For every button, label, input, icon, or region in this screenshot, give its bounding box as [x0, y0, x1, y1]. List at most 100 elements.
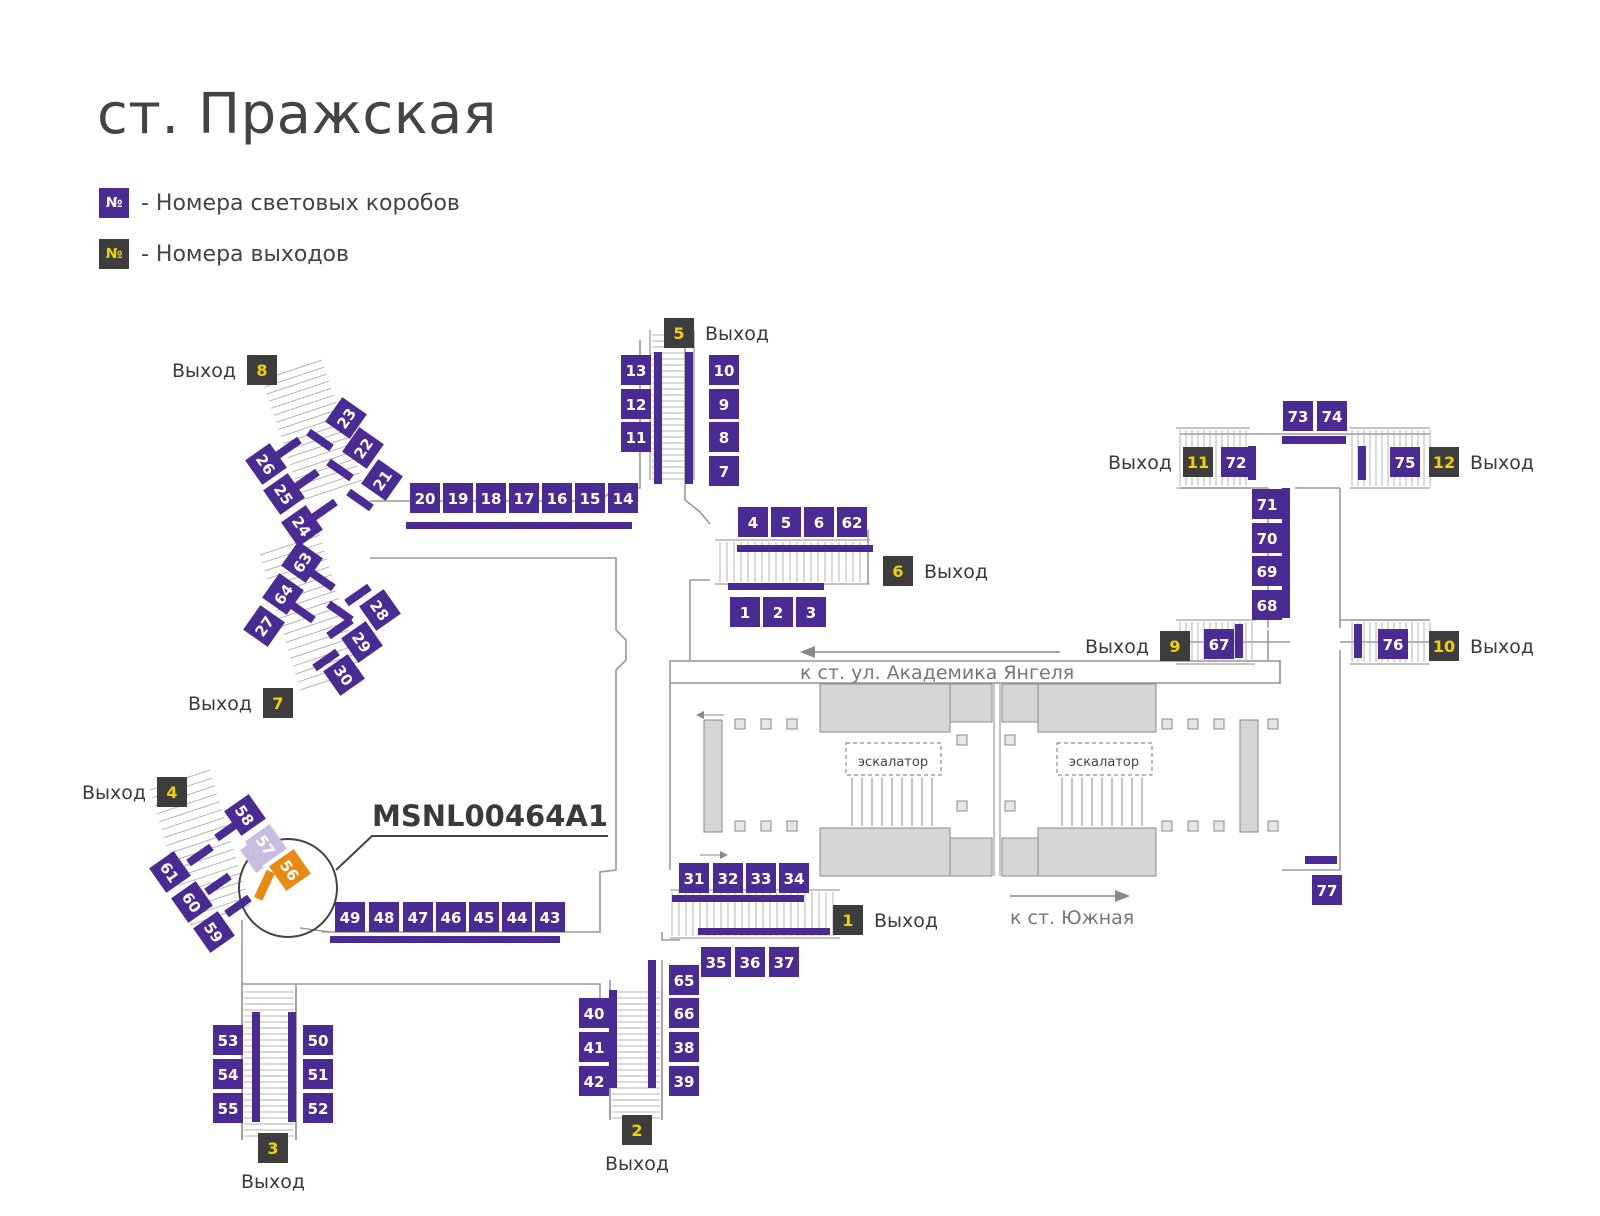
lightbox-fixture — [1358, 446, 1366, 480]
lightbox-6: 6 — [804, 507, 834, 537]
lightbox-number: 76 — [1383, 636, 1404, 654]
exit-7: 7 Выход — [188, 688, 293, 718]
exit-number: 8 — [256, 361, 267, 380]
lightbox-number: 40 — [584, 1005, 605, 1023]
lightbox-16: 16 — [542, 483, 572, 513]
lightbox-number: 54 — [218, 1066, 239, 1084]
lightbox-15: 15 — [575, 483, 605, 513]
lightbox-27: 27 — [243, 605, 285, 647]
lightbox-number: 11 — [626, 429, 647, 447]
lightbox-72: 72 — [1221, 447, 1251, 477]
exit-number: 12 — [1433, 453, 1455, 472]
exit-label: Выход — [241, 1171, 305, 1193]
lightbox-fixture — [1282, 488, 1290, 618]
lightbox-1: 1 — [730, 597, 760, 627]
lightbox-20: 20 — [410, 483, 440, 513]
lightbox-number: 62 — [842, 514, 863, 532]
lightbox-61: 61 — [149, 851, 191, 893]
lightbox-number: 5 — [781, 514, 791, 532]
lightbox-fixture — [1305, 856, 1337, 864]
exit-number: 11 — [1187, 453, 1209, 472]
lightbox-number: 51 — [308, 1066, 329, 1084]
lightbox-fixture — [288, 600, 316, 624]
lightbox-17: 17 — [509, 483, 539, 513]
lightbox-19: 19 — [443, 483, 473, 513]
lightbox-22: 22 — [342, 427, 384, 469]
lightbox-number: 31 — [684, 870, 705, 888]
exit-number: 5 — [673, 324, 684, 343]
lightbox-number: 1 — [740, 604, 750, 622]
lightbox-26: 26 — [245, 443, 287, 485]
lightbox-13: 13 — [621, 355, 651, 385]
lightbox-fixture — [1354, 624, 1362, 658]
lightbox-number: 74 — [1322, 408, 1343, 426]
direction-south-label: к ст. Южная — [1010, 907, 1134, 929]
lightbox-number: 8 — [719, 429, 729, 447]
exit-legend-swatch: № — [99, 239, 129, 269]
lightbox-75: 75 — [1390, 447, 1420, 477]
lightbox-number: 70 — [1257, 530, 1278, 548]
lightbox-number: 55 — [218, 1100, 239, 1118]
lightbox-43: 43 — [535, 902, 565, 932]
lightbox-56: 56 — [269, 849, 311, 891]
lightbox-14: 14 — [608, 483, 638, 513]
lightbox-35: 35 — [701, 947, 731, 977]
lightbox-62: 62 — [837, 507, 867, 537]
exit-label: Выход — [1470, 452, 1534, 474]
lightbox-fixture — [672, 895, 804, 902]
direction-west-label: к ст. ул. Академика Янгеля — [800, 662, 1074, 684]
lightbox-legend-swatch: № — [99, 188, 129, 218]
lightbox-39: 39 — [669, 1066, 699, 1096]
exit-label: Выход — [1085, 636, 1149, 658]
lightbox-44: 44 — [502, 902, 532, 932]
lightbox-number: 19 — [448, 490, 469, 508]
lightbox-number: 14 — [613, 490, 634, 508]
exit-label: Выход — [188, 693, 252, 715]
lightbox-fixture — [306, 428, 334, 452]
lightbox-number: 75 — [1395, 454, 1416, 472]
lightbox-54: 54 — [213, 1059, 243, 1089]
lightbox-number: 44 — [507, 909, 528, 927]
lightbox-47: 47 — [403, 902, 433, 932]
lightbox-number: 72 — [1226, 454, 1247, 472]
lightbox-number: 68 — [1257, 597, 1278, 615]
lightbox-4: 4 — [738, 507, 768, 537]
lightbox-5: 5 — [771, 507, 801, 537]
exit-label: Выход — [82, 782, 146, 804]
exit-label: Выход — [924, 561, 988, 583]
lightbox-fixture — [326, 600, 354, 624]
lightbox-number: 53 — [218, 1032, 239, 1050]
lightbox-legend-text: - Номера световых коробов — [141, 190, 460, 216]
lightbox-63: 63 — [281, 541, 323, 583]
exit-number: 6 — [892, 562, 903, 581]
lightbox-fixture — [685, 352, 693, 484]
exit-number: 1 — [842, 911, 853, 930]
lightbox-fixture — [1235, 624, 1243, 658]
exit-label: Выход — [1470, 636, 1534, 658]
lightbox-number: 9 — [719, 396, 729, 414]
lightbox-number: 16 — [547, 490, 568, 508]
exit-number: 7 — [272, 694, 283, 713]
lightbox-24: 24 — [281, 505, 323, 547]
lightbox-fixture — [737, 545, 873, 552]
lightbox-23: 23 — [325, 397, 367, 439]
lightbox-70: 70 — [1252, 523, 1282, 553]
lightbox-37: 37 — [769, 947, 799, 977]
lightbox-fixture — [344, 583, 372, 607]
lightbox-50: 50 — [303, 1025, 333, 1055]
lightbox-46: 46 — [436, 902, 466, 932]
escalator-label: эскалатор — [1069, 755, 1139, 770]
lightbox-number: 67 — [1209, 636, 1230, 654]
callout: MSNL00464A1 — [238, 799, 608, 938]
lightbox-7: 7 — [709, 456, 739, 486]
lightbox-number: 18 — [481, 490, 502, 508]
lightbox-number: 6 — [814, 514, 824, 532]
lightbox-49: 49 — [335, 902, 365, 932]
